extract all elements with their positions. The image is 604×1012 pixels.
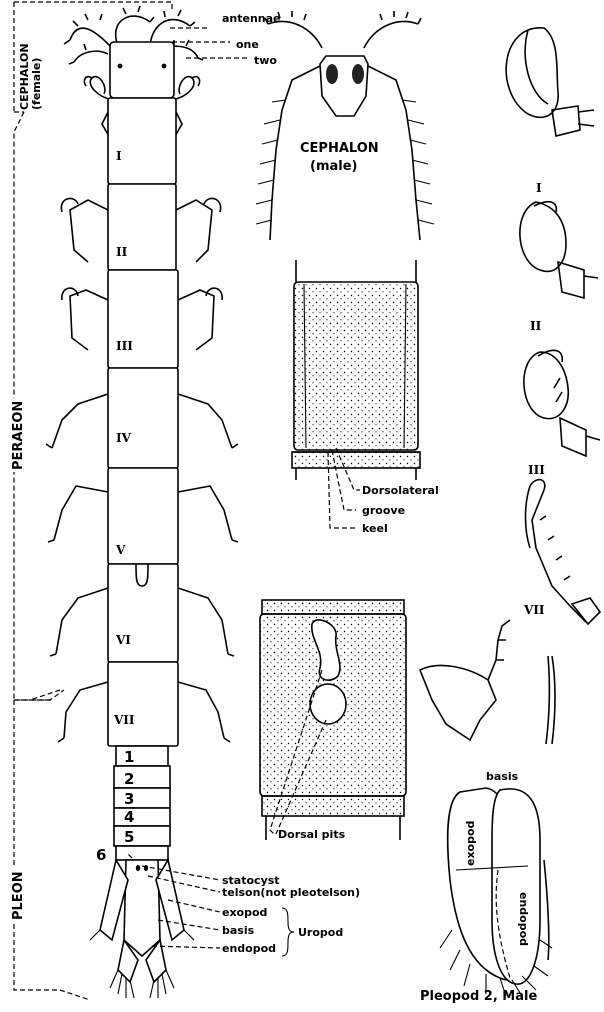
peraeon-numeral: III [116, 339, 133, 353]
cephalon-female [110, 42, 174, 98]
pleon-number: 5 [124, 828, 134, 846]
label-antennae: antennae [222, 12, 281, 25]
segment-detail-dorsal-pits [260, 600, 406, 840]
pleon-segment-3 [114, 788, 170, 808]
svg-text:(female): (female) [30, 58, 43, 110]
label-cephalon-male: CEPHALON [300, 141, 379, 156]
segment-detail-groove-keel [292, 260, 420, 480]
pleon-number: 2 [124, 770, 134, 788]
peraeon-numeral: V [115, 543, 126, 557]
label-telson: telson(not pleotelson) [222, 886, 360, 899]
label-peraeon: PERAEON [11, 398, 26, 472]
leg-numeral: I [536, 181, 542, 195]
pleon-number: 1 [124, 748, 134, 766]
label-pleon: PLEON [11, 868, 26, 922]
label-pleopod-exopod: exopod [464, 821, 477, 866]
peraeon-segment-III [108, 270, 178, 368]
peraeon-numeral: VII [113, 713, 135, 727]
pleon-segment-6 [116, 846, 168, 860]
telson [124, 860, 160, 956]
peraeon-numeral: I [116, 149, 122, 163]
label-antennae-one: one [236, 38, 259, 51]
peraeon-segment-I [108, 98, 176, 184]
label-pleopod-endopod: endopod [517, 892, 530, 946]
label-keel: keel [362, 522, 388, 535]
label-antennae-two: two [254, 54, 277, 67]
label-dorsal-pits: Dorsal pits [278, 828, 346, 841]
pleon-segment-4 [114, 808, 170, 826]
label-groove: groove [362, 504, 405, 517]
label-pleopod-basis: basis [486, 770, 519, 783]
leg-numeral: III [528, 463, 545, 477]
svg-text:PLEON: PLEON [11, 871, 26, 920]
peraeon-numeral: IV [116, 431, 132, 445]
peraeon-numeral: VI [115, 633, 131, 647]
label-pleopod-caption: Pleopod 2, Male [420, 989, 537, 1004]
svg-text:endopod: endopod [517, 892, 530, 946]
pleon-segment-2 [114, 766, 170, 788]
appendage-details [420, 28, 600, 744]
leg-numeral: II [530, 319, 542, 333]
label-dorsolateral: Dorsolateral [362, 484, 439, 497]
svg-text:exopod: exopod [464, 821, 477, 866]
male-cephalon [256, 11, 434, 240]
peraeon-segment-VI [108, 564, 178, 662]
pleon-number: 6 [96, 846, 106, 864]
label-exopod: exopod [222, 906, 267, 919]
pleon-number: 3 [124, 790, 134, 808]
peraeon-segment-IV [108, 368, 178, 468]
pleon-number: 4 [124, 808, 134, 826]
pleopod-2-male [440, 788, 552, 996]
label-cephalon-female: CEPHALON (female) [18, 43, 43, 110]
label-endopod: endopod [222, 942, 276, 955]
body-dorsal-view [46, 6, 238, 998]
label-uropod: Uropod [298, 926, 343, 939]
peraeon-segment-VII [108, 662, 178, 746]
label-cephalon-male-sex: (male) [310, 159, 357, 174]
svg-text:PERAEON: PERAEON [11, 401, 26, 470]
peraeon-numeral: II [116, 245, 128, 259]
leg-numeral: VII [523, 603, 545, 617]
pleon-segment-5 [114, 826, 170, 846]
label-basis: basis [222, 924, 255, 937]
